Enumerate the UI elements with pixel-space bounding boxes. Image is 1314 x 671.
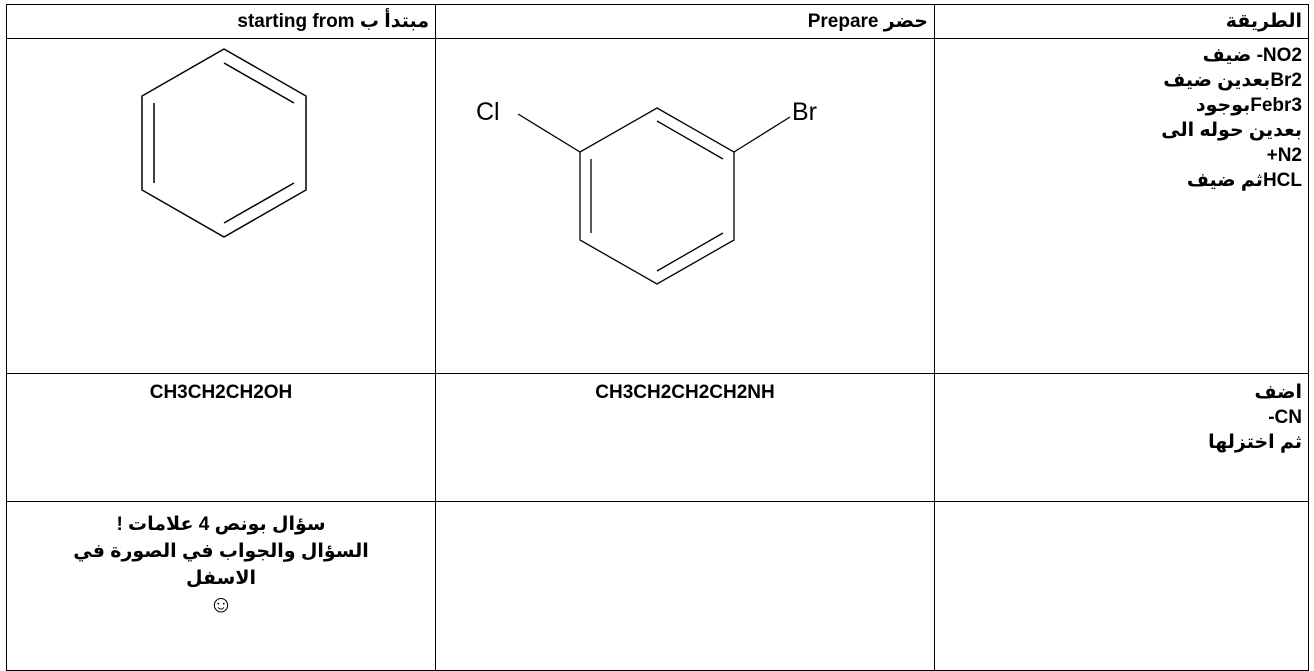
reaction-table: starting from مبتدأ ب Prepare حضر الطريق… [6,4,1309,671]
method-line: Br2بعدين ضيف [1163,70,1302,91]
method-line: اضف [1254,382,1303,403]
method-line: N2+ [1266,145,1302,166]
method-line: ثم اختزلها [1208,432,1302,453]
table-row: Cl Br NO2- ضيف Br2بعدين ضيف Febr3بوجود ب… [6,38,1309,374]
benzene-structure [141,48,307,238]
method-line: CN- [1268,407,1302,428]
method-line: بعدين حوله الى [1161,120,1302,141]
method-cell-row2: اضف CN- ثم اختزلها [934,373,1309,502]
table-row: CH3CH2CH2OH CH3CH2CH2CH2NH اضف CN- ثم اخ… [6,373,1309,502]
method-line: HCLثم ضيف [1186,170,1302,191]
header-prepare-label: Prepare حضر [807,11,928,32]
header-row: starting from مبتدأ ب Prepare حضر الطريق… [6,4,1309,39]
header-method: الطريقة [934,4,1309,39]
bonus-line: سؤال بونص 4 علامات ! [116,514,326,535]
header-starting-from-label: starting from مبتدأ ب [237,11,429,32]
starting-material-cell: CH3CH2CH2OH [6,373,436,502]
starting-material-formula: CH3CH2CH2OH [149,382,293,403]
header-starting-from: starting from مبتدأ ب [6,4,436,39]
bonus-line: الاسفل [186,568,256,589]
table-row: سؤال بونص 4 علامات ! السؤال والجواب في ا… [6,501,1309,671]
smiley-icon: ☺ [208,591,234,618]
method-line: NO2- ضيف [1202,45,1302,66]
empty-cell [435,501,935,671]
bonus-line: السؤال والجواب في الصورة في [73,541,369,562]
header-prepare: Prepare حضر [435,4,935,39]
product-cell: CH3CH2CH2CH2NH [435,373,935,502]
starting-material-cell [6,38,436,374]
bonus-cell: سؤال بونص 4 علامات ! السؤال والجواب في ا… [6,501,436,671]
bromine-label: Br [792,98,817,126]
chlorine-label: Cl [476,98,500,126]
method-cell-row1: NO2- ضيف Br2بعدين ضيف Febr3بوجود بعدين ح… [934,38,1309,374]
header-method-label: الطريقة [1225,11,1302,32]
empty-cell [934,501,1309,671]
product-formula: CH3CH2CH2CH2NH [595,382,775,403]
bromo-chloro-benzene-structure: Cl Br [476,98,817,285]
product-cell: Cl Br [435,38,935,374]
method-line: Febr3بوجود [1195,95,1302,116]
